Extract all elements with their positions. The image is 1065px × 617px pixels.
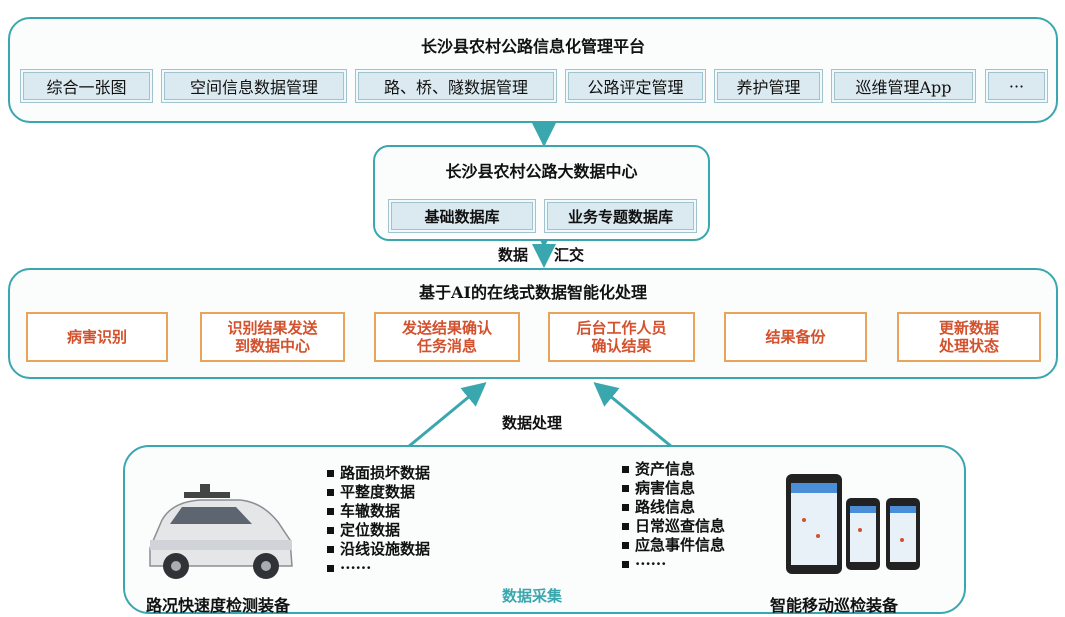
module-more[interactable]: ··· [985,69,1048,103]
ai-panel: 基于AI的在线式数据智能化处理 [8,268,1058,379]
datacenter-title: 长沙县农村公路大数据中心 [445,162,638,181]
db-business[interactable]: 业务专题数据库 [544,199,697,233]
right-device-label: 智能移动巡检装备 [770,596,899,615]
list-item: 资产信息 [622,460,725,479]
module-maintenance[interactable]: 养护管理 [714,69,823,103]
list-item: 沿线设施数据 [327,540,430,559]
step-staff-confirm[interactable]: 后台工作人员确认结果 [548,312,695,362]
collection-ai-arrow-right [593,382,673,449]
step-6-line2: 处理状态 [938,337,999,355]
step-6-line1: 更新数据 [938,319,999,337]
step-1-line1: 病害识别 [66,328,127,346]
list-item: 路面损坏数据 [327,464,430,483]
list-item: 日常巡查信息 [622,517,725,536]
list-item: 平整度数据 [327,483,430,502]
ai-title: 基于AI的在线式数据智能化处理 [419,283,647,302]
step-4-line1: 后台工作人员 [576,319,667,337]
label-exchange: 汇交 [554,246,585,264]
list-item: ······ [327,559,430,578]
label-data-processing: 数据处理 [502,414,563,432]
list-item: 定位数据 [327,521,430,540]
collection-ai-arrow-left [407,382,487,449]
step-3-line2: 任务消息 [416,337,477,355]
module-road-evaluation[interactable]: 公路评定管理 [565,69,706,103]
list-item: 车辙数据 [327,502,430,521]
step-update-status[interactable]: 更新数据处理状态 [897,312,1041,362]
step-result-backup[interactable]: 结果备份 [724,312,867,362]
step-disease-identification[interactable]: 病害识别 [26,312,168,362]
left-device-label: 路况快速度检测装备 [146,596,291,615]
list-item: 路线信息 [622,498,725,517]
step-5-line1: 结果备份 [765,328,826,346]
step-send-result[interactable]: 识别结果发送到数据中心 [200,312,345,362]
step-2-line1: 识别结果发送 [227,319,318,337]
list-item: ······ [622,555,725,574]
label-data: 数据 [498,246,529,264]
center-collection-label: 数据采集 [502,587,563,605]
db-basic[interactable]: 基础数据库 [388,199,536,233]
list-item: 病害信息 [622,479,725,498]
platform-title: 长沙县农村公路信息化管理平台 [420,37,645,56]
list-item: 应急事件信息 [622,536,725,555]
right-data-list: 资产信息 病害信息 路线信息 日常巡查信息 应急事件信息 ······ [622,460,725,574]
step-4-line2: 确认结果 [591,337,652,355]
step-3-line1: 发送结果确认 [401,319,492,337]
step-2-line2: 到数据中心 [234,337,310,355]
module-spatial-data[interactable]: 空间信息数据管理 [161,69,347,103]
module-overview-map[interactable]: 综合一张图 [20,69,153,103]
module-road-bridge-tunnel[interactable]: 路、桥、隧数据管理 [355,69,557,103]
left-data-list: 路面损坏数据 平整度数据 车辙数据 定位数据 沿线设施数据 ······ [327,464,430,578]
step-confirm-message[interactable]: 发送结果确认任务消息 [374,312,520,362]
module-patrol-app[interactable]: 巡维管理App [831,69,976,103]
